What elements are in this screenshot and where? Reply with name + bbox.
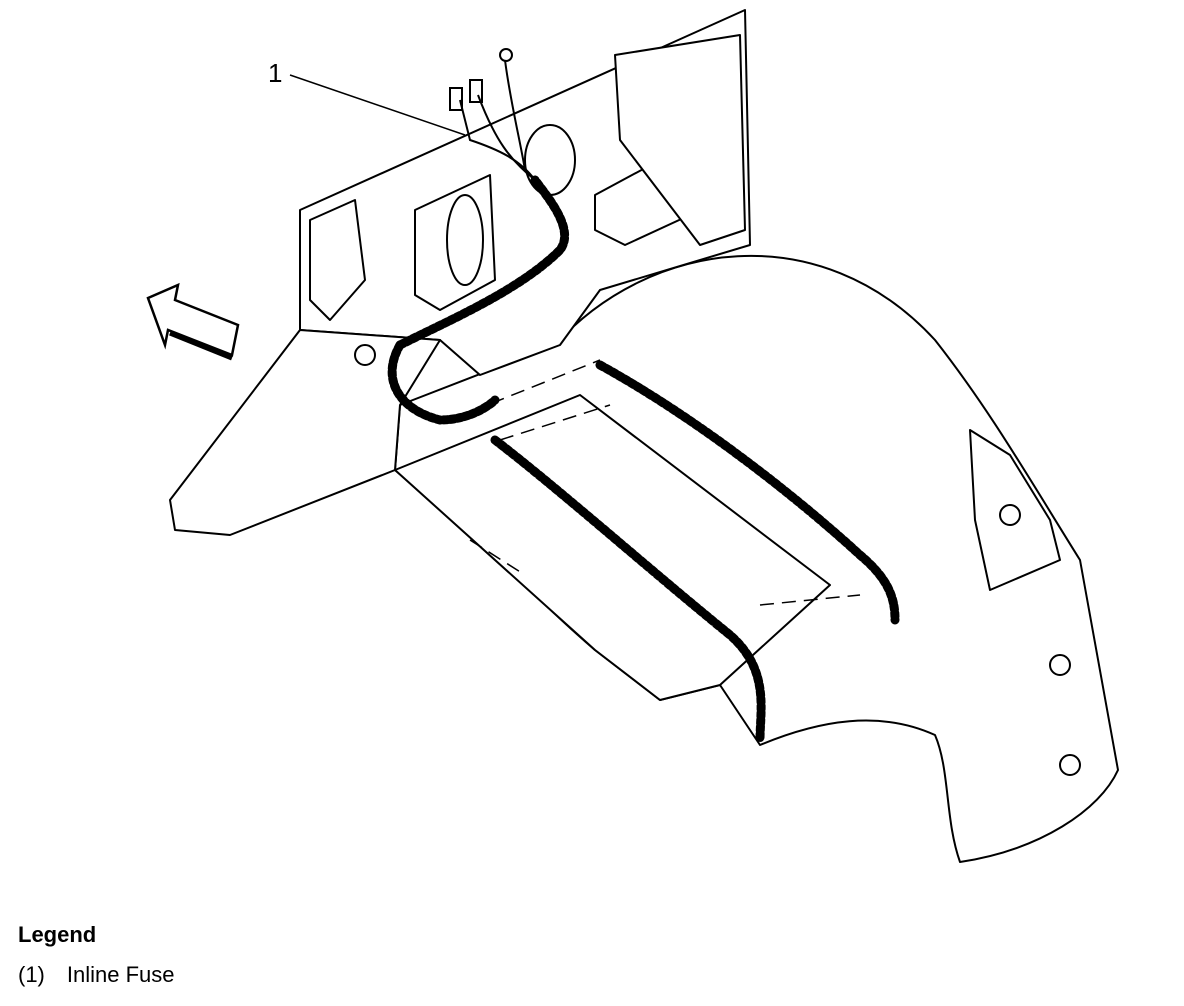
inline-fuse-connector xyxy=(469,79,483,103)
legend-item-key: (1) xyxy=(18,962,45,987)
direction-arrow-icon xyxy=(146,282,240,357)
floor-rail xyxy=(169,329,441,536)
mount-hole xyxy=(1059,754,1081,776)
harness-lower-left xyxy=(387,340,500,425)
inline-fuse-connector xyxy=(449,87,463,111)
mount-hole xyxy=(999,504,1021,526)
fuse-wire-2 xyxy=(477,94,536,181)
wiring-harness-diagram: 1 xyxy=(146,9,1119,863)
direction-arrow-shadow xyxy=(169,330,233,361)
fuse-wire-1 xyxy=(459,99,536,181)
grommet xyxy=(524,124,576,196)
harness-to-bracket xyxy=(490,435,766,745)
hidden-line-2 xyxy=(499,404,611,441)
harness-right xyxy=(595,360,900,625)
callout-leader-1 xyxy=(289,74,466,136)
harness-main xyxy=(395,175,570,350)
mount-hole xyxy=(354,344,376,366)
legend-item-label: Inline Fuse xyxy=(66,962,175,987)
mount-hole xyxy=(1049,654,1071,676)
legend: Legend (1) Inline Fuse xyxy=(18,922,618,988)
panel-recess-right xyxy=(614,34,746,246)
hidden-line-4 xyxy=(759,594,861,606)
callout-number-1: 1 xyxy=(268,58,282,88)
fuse-wire-3 xyxy=(504,59,526,171)
panel-recess-left xyxy=(309,199,366,321)
grommet xyxy=(446,194,484,286)
ring-terminal xyxy=(499,48,513,62)
hidden-line-3 xyxy=(469,539,526,576)
legend-title: Legend xyxy=(18,922,97,947)
legend-item: (1) Inline Fuse xyxy=(18,962,618,988)
